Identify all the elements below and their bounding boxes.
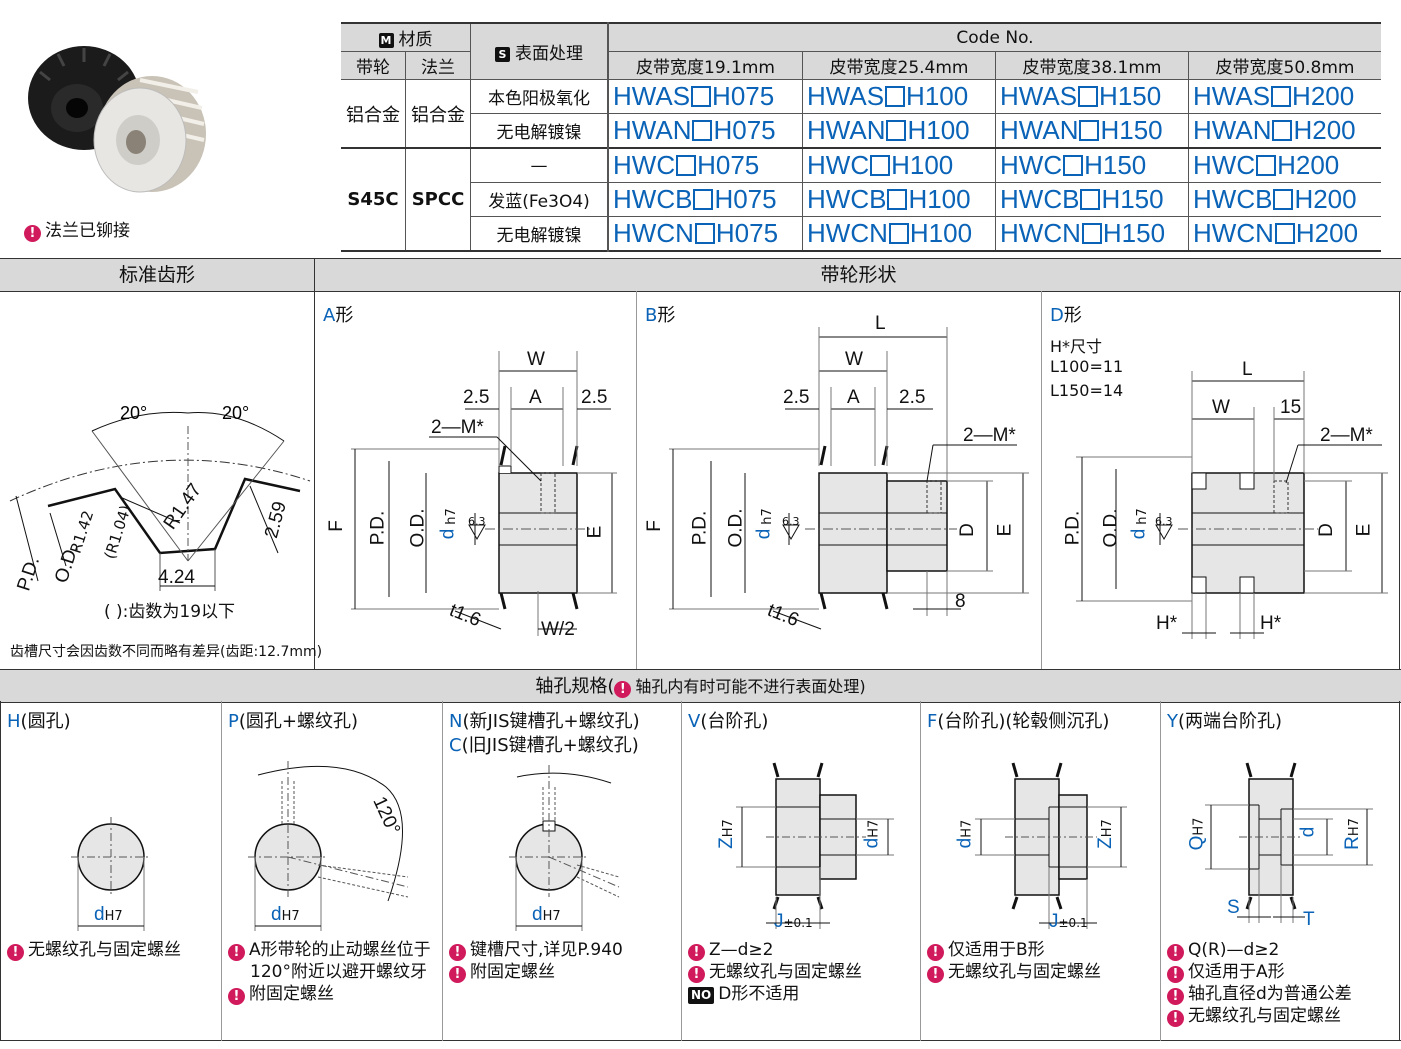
warning-icon: !	[927, 966, 944, 983]
tooth-profile-diagram: 20° 20° 4.24 2.59 R1.47 R1.42 (R1.04) P.…	[9, 403, 323, 660]
no-badge: NO	[688, 987, 715, 1004]
bore-type-y: Y(两端台阶孔) QH7 d RH7 S T !Q(R)—d≥2 !仅适用于A形	[1167, 711, 1373, 1027]
bore-type-f: F(台阶孔)(轮毂侧沉孔) dH7 ZH7 J±0.1 !仅适用于B形 !无螺纹…	[927, 711, 1127, 983]
shape-section-title: 带轮形状	[314, 258, 1401, 292]
warning-icon: !	[24, 225, 41, 242]
warning-icon: !	[1167, 944, 1184, 961]
tooth-section-title: 标准齿形	[0, 258, 314, 292]
warning-icon: !	[7, 944, 24, 961]
bore-type-nc: N(新JIS键槽孔+螺纹孔) C(旧JIS键槽孔+螺纹孔) dH7 !键槽尺寸,…	[449, 711, 640, 983]
warning-icon: !	[688, 966, 705, 983]
warning-icon: !	[1167, 1010, 1184, 1027]
warning-icon: !	[1167, 966, 1184, 983]
warning-icon: !	[228, 944, 245, 961]
warning-icon: !	[688, 944, 705, 961]
bore-type-p: P(圆孔+螺纹孔) 120° dH7 !A形带轮的止动螺丝位于 120°附近以避…	[228, 711, 431, 1005]
svg-text:20°: 20°	[222, 403, 249, 423]
warning-icon: !	[1167, 988, 1184, 1005]
warning-icon: !	[449, 966, 466, 983]
shape-a-diagram: AA形形 W A 2.5 2.5 2—M* F P	[323, 305, 617, 640]
shape-d-diagram: D形 H*尺寸 L100=11 L150=14	[1050, 305, 1388, 639]
product-image	[22, 22, 212, 202]
warning-icon: !	[449, 944, 466, 961]
bore-type-h: H(圆孔) dH7 !无螺纹孔与固定螺丝	[7, 711, 181, 961]
shape-b-diagram: B形 L	[643, 305, 1029, 632]
svg-text:20°: 20°	[120, 403, 147, 423]
warning-icon: !	[614, 681, 632, 698]
warning-icon: !	[927, 944, 944, 961]
bore-section-title: 轴孔规格(!轴孔内有时可能不进行表面处理)	[0, 669, 1401, 703]
warning-icon: !	[228, 988, 245, 1005]
bore-type-v: V(台阶孔) ZH7 dH7 J±0.1 !Z—d≥2 !无螺纹孔与固定螺丝 N…	[688, 711, 894, 1004]
rivet-note: !法兰已铆接	[24, 220, 130, 242]
